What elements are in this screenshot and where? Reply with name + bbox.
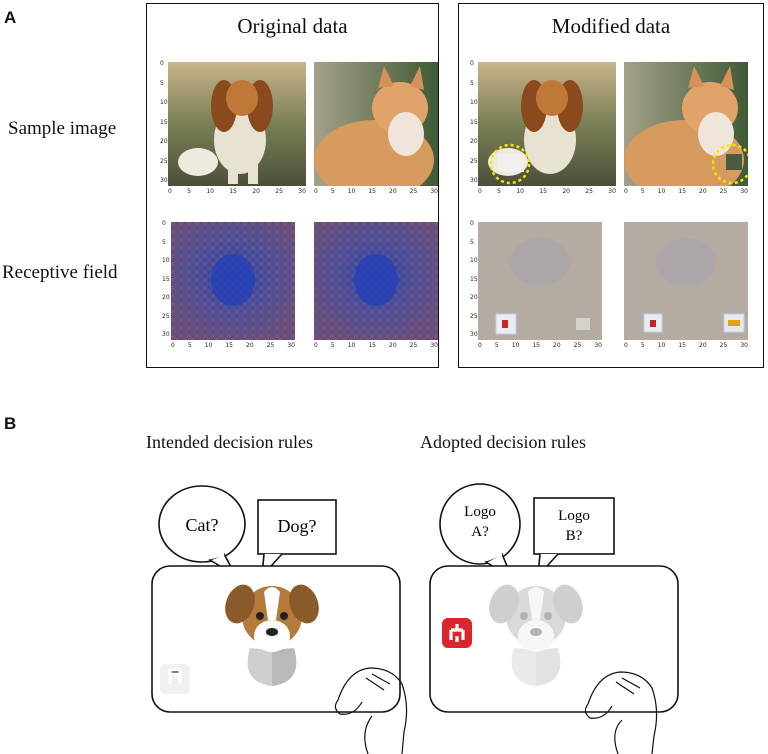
- receptive-field-original-2: [314, 222, 438, 340]
- row-label-receptive-field: Receptive field: [2, 262, 118, 283]
- sample-image-dog-original: [168, 62, 306, 186]
- panel-letter-a: A: [4, 8, 17, 27]
- adopted-decision-rules-heading: Adopted decision rules: [420, 432, 586, 452]
- bubble-dog-text: Dog?: [278, 516, 317, 536]
- grey-dog-face-icon: [489, 584, 583, 686]
- row-label-sample-image: Sample image: [8, 118, 117, 139]
- receptive-field-original-1: [171, 222, 295, 340]
- speech-bubble-dog: [257, 499, 337, 579]
- original-data-heading: Original data: [237, 14, 348, 38]
- sample-image-cat-modified: [624, 62, 748, 186]
- panel-letter-b: B: [4, 414, 17, 433]
- intended-scene: Cat? Dog?: [151, 485, 408, 754]
- hand-icon: [334, 667, 408, 754]
- bubble-cat-text: Cat?: [186, 515, 219, 535]
- bubble-logo-b-line2: B?: [566, 528, 583, 544]
- sample-image-cat-original: [314, 62, 438, 186]
- modified-data-box: [458, 3, 764, 368]
- red-logo-icon: [442, 618, 472, 648]
- bubble-logo-a-line2: A?: [471, 524, 489, 540]
- modified-data-heading: Modified data: [551, 14, 671, 38]
- hand-icon-2: [584, 671, 658, 754]
- adopted-scene: Logo A? Logo B?: [429, 483, 679, 754]
- receptive-field-modified-1: [478, 222, 602, 340]
- original-data-box: [146, 3, 439, 368]
- dog-face-icon: [225, 584, 319, 686]
- sample-image-dog-modified: [478, 62, 616, 186]
- intended-decision-rules-heading: Intended decision rules: [146, 432, 313, 452]
- bubble-logo-b-line1: Logo: [558, 508, 590, 524]
- bubble-logo-a-line1: Logo: [464, 504, 496, 520]
- speech-bubble-logo-b: [533, 497, 615, 579]
- receptive-field-modified-2: [624, 222, 748, 340]
- faint-logo-icon: [160, 664, 190, 694]
